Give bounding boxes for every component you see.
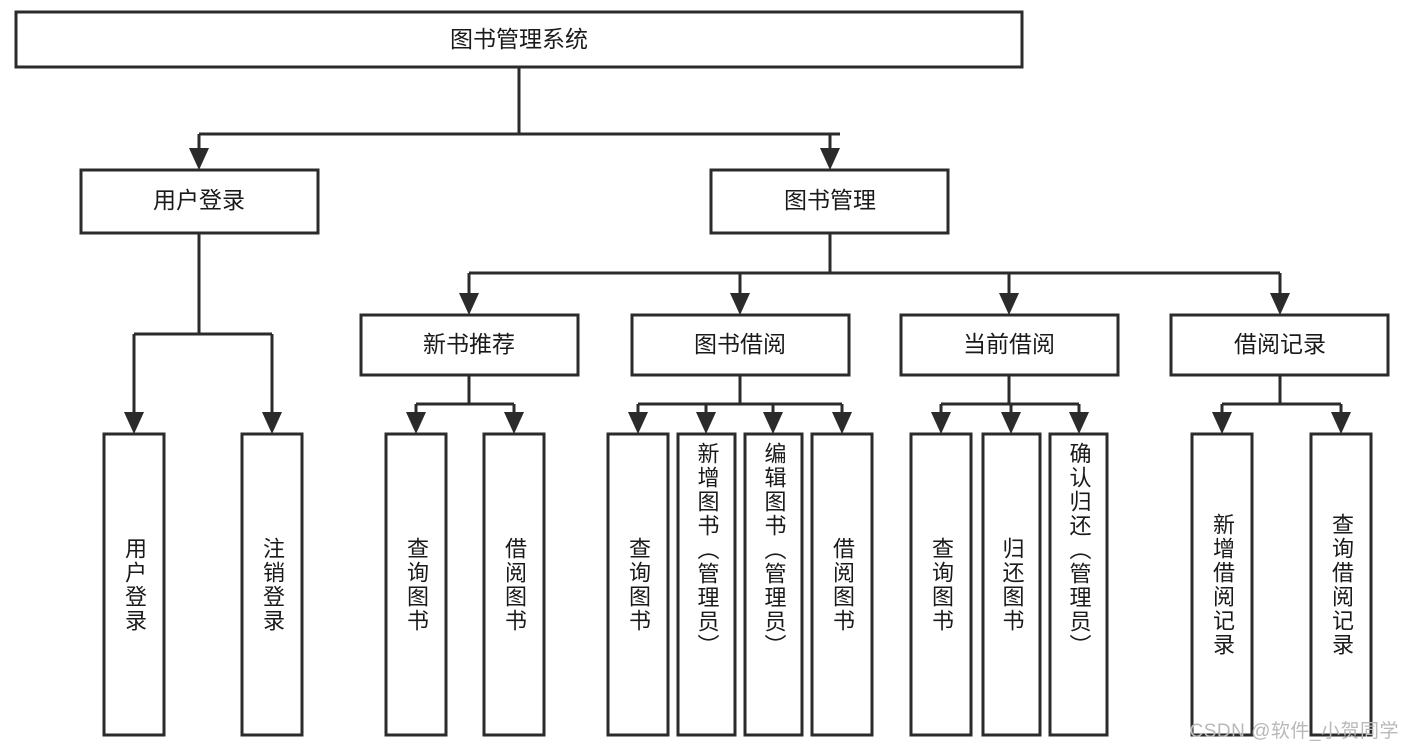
- node-book-mgmt-label: 图书管理: [784, 187, 876, 213]
- node-user-login-label: 用户登录: [153, 187, 245, 213]
- node-leaf-query-book-2-box[interactable]: [606, 432, 670, 737]
- node-leaf-edit-book-box[interactable]: [743, 432, 804, 737]
- node-leaf-borrow-book-2-box[interactable]: [810, 432, 874, 737]
- edge-bookmgmt-bus: [467, 233, 1282, 295]
- edge-userlogin-bus: [132, 233, 274, 414]
- node-leaf-add-book-box[interactable]: [676, 432, 737, 737]
- node-new-book-rec-label: 新书推荐: [423, 331, 515, 357]
- arrow-bookborrow-to-leaf-edit-book: [763, 412, 783, 434]
- node-leaf-logout-box[interactable]: [240, 432, 304, 737]
- node-book-mgmt[interactable]: 图书管理: [709, 168, 950, 235]
- node-leaf-query-record-box[interactable]: [1309, 432, 1373, 737]
- node-root-box[interactable]: [14, 10, 1024, 69]
- node-book-borrow[interactable]: 图书借阅: [630, 313, 851, 377]
- arrow-bookborrow-to-leaf-query-book: [628, 412, 648, 434]
- arrow-bookmgmt-to-borrow-record: [1270, 293, 1290, 315]
- node-user-login-box[interactable]: [79, 168, 320, 235]
- arrow-userlogin-to-leaf-logout: [262, 412, 282, 434]
- arrow-newbookrec-to-leaf-query-book: [406, 412, 426, 434]
- arrow-root-to-book-mgmt: [820, 148, 840, 170]
- arrow-currentborrow-to-leaf-query-book: [931, 412, 951, 434]
- arrow-borrowrecord-to-leaf-add-record: [1212, 412, 1232, 434]
- node-current-borrow-label: 当前借阅: [963, 331, 1055, 357]
- arrow-userlogin-to-leaf-user-login: [124, 412, 144, 434]
- edge-bookborrow-bus: [636, 375, 844, 414]
- node-leaf-return-book-box[interactable]: [981, 432, 1042, 737]
- node-borrow-record-box[interactable]: [1169, 313, 1390, 377]
- arrow-newbookrec-to-leaf-borrow-book: [504, 412, 524, 434]
- arrow-currentborrow-to-leaf-confirm-return: [1069, 412, 1089, 434]
- arrow-borrowrecord-to-leaf-query-record: [1331, 412, 1351, 434]
- edge-root-bus: [197, 67, 840, 150]
- edge-currentborrow-bus: [939, 375, 1081, 414]
- arrow-bookborrow-to-leaf-borrow-book: [832, 412, 852, 434]
- node-root-label: 图书管理系统: [450, 26, 588, 52]
- node-new-book-rec-box[interactable]: [359, 313, 580, 377]
- node-leaf-user-login-box[interactable]: [102, 432, 166, 737]
- arrow-bookmgmt-to-book-borrow: [730, 293, 750, 315]
- arrow-currentborrow-to-leaf-return-book: [1001, 412, 1021, 434]
- edge-borrowrecord-bus: [1220, 375, 1343, 414]
- node-leaf-confirm-return-box[interactable]: [1048, 432, 1109, 737]
- arrow-bookmgmt-to-new-book-rec: [459, 293, 479, 315]
- node-leaf-borrow-book-1-box[interactable]: [482, 432, 546, 737]
- node-borrow-record-label: 借阅记录: [1234, 331, 1326, 357]
- node-book-borrow-label: 图书借阅: [694, 331, 786, 357]
- node-leaf-add-record-box[interactable]: [1190, 432, 1254, 737]
- node-borrow-record[interactable]: 借阅记录: [1169, 313, 1390, 377]
- arrow-bookborrow-to-leaf-add-book: [696, 412, 716, 434]
- node-book-mgmt-box[interactable]: [709, 168, 950, 235]
- arrow-bookmgmt-to-current-borrow: [999, 293, 1019, 315]
- edge-newbookrec-bus: [414, 375, 516, 414]
- arrow-root-to-user-login: [189, 148, 209, 170]
- node-current-borrow-box[interactable]: [899, 313, 1120, 377]
- node-new-book-rec[interactable]: 新书推荐: [359, 313, 580, 377]
- node-user-login[interactable]: 用户登录: [79, 168, 320, 235]
- connector-layer: [124, 67, 1351, 434]
- node-current-borrow[interactable]: 当前借阅: [899, 313, 1120, 377]
- node-leaf-query-book-1-box[interactable]: [384, 432, 448, 737]
- node-leaf-query-book-3-box[interactable]: [909, 432, 973, 737]
- node-root[interactable]: 图书管理系统: [14, 10, 1024, 69]
- node-book-borrow-box[interactable]: [630, 313, 851, 377]
